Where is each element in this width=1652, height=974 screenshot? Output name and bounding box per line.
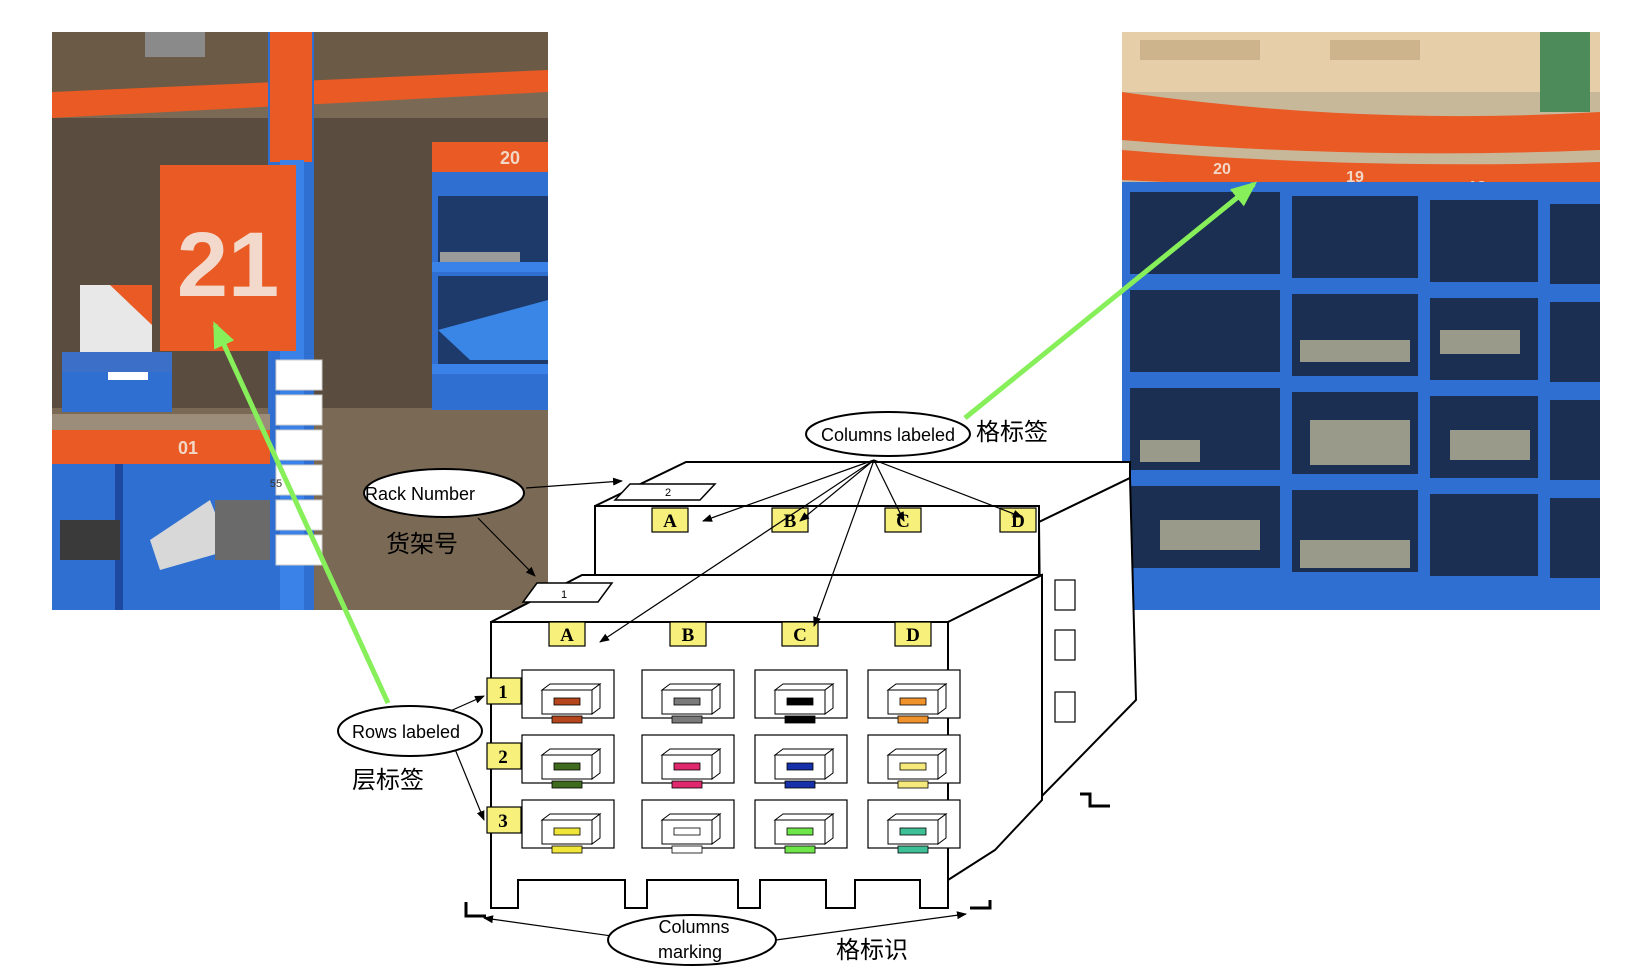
back-column-label-c: C [896, 511, 910, 532]
bin-color-label [899, 827, 927, 836]
columns-labeled-text: Columns labeled [821, 425, 955, 445]
columns-marking-cn: 格标识 [836, 936, 908, 964]
right-photo-beam-label-2: 19 [1346, 169, 1364, 186]
front-column-label-box-c [781, 621, 819, 647]
bin-color-label [553, 697, 581, 706]
bin-r2-c2 [641, 734, 735, 789]
row-label-box-3 [486, 806, 522, 834]
bin-color-tab [784, 780, 816, 789]
callout-columns-marking: Columns marking 格标识 [607, 914, 908, 966]
bin-color-tab [671, 715, 703, 724]
callout-rack-number: Rack Number 货架号 [363, 468, 525, 558]
columns-marking-line1: Columns [658, 917, 729, 937]
right-photo-profiles [1140, 330, 1530, 568]
bin-color-label [553, 762, 581, 771]
rack-number-cn: 货架号 [386, 530, 458, 558]
bin-color-label [673, 762, 701, 771]
rows-labeled-cn: 层标签 [352, 766, 424, 794]
rack-sign-number: 21 [177, 214, 279, 316]
front-column-label-c: C [793, 625, 807, 646]
bin-color-label [786, 827, 814, 836]
bin-r2-c4 [867, 734, 961, 789]
callout-rows-labeled: Rows labeled 层标签 [337, 705, 483, 794]
bin-color-label [786, 697, 814, 706]
front-column-label-b: B [682, 625, 695, 646]
bin-r3-c3 [754, 799, 848, 854]
back-rack-number: 2 [665, 487, 671, 499]
bin-color-tab [551, 715, 583, 724]
bin-color-label [673, 827, 701, 836]
columns-marking-line2: marking [658, 942, 722, 962]
bin-color-tab [671, 845, 703, 854]
green-link-arrows [212, 181, 1258, 705]
row-label-2: 2 [498, 747, 508, 768]
storage-bins [521, 669, 961, 854]
bin-color-tab [897, 845, 929, 854]
left-photo-bin-tag: 55 [270, 478, 282, 490]
bin-color-label [553, 827, 581, 836]
bin-color-tab [897, 780, 929, 789]
front-column-label-d: D [906, 625, 920, 646]
right-photo-beam-label-1: 20 [1213, 161, 1231, 178]
front-column-label-a: A [560, 625, 574, 646]
callout-columns-labeled: Columns labeled 格标签 [805, 411, 1048, 457]
bin-r1-c1 [521, 669, 615, 724]
back-column-label-b: B [784, 511, 797, 532]
row-label-1: 1 [498, 682, 508, 703]
bin-r1-c3 [754, 669, 848, 724]
back-column-label-a: A [663, 511, 677, 532]
front-column-label-box-a [548, 621, 586, 647]
bin-r3-c4 [867, 799, 961, 854]
front-column-label-box-b [669, 621, 707, 647]
bin-color-tab [784, 715, 816, 724]
back-rack-bins [1054, 579, 1076, 723]
row-label-box-1 [486, 677, 522, 705]
bin-color-label [899, 762, 927, 771]
right-warehouse-photo: 20 19 18 17 [1122, 32, 1600, 610]
upright-barcode-labels [275, 359, 323, 566]
left-photo-beam-label-top: 20 [500, 148, 520, 168]
columns-labeled-cn: 格标签 [976, 418, 1048, 446]
front-rack-number: 1 [561, 589, 567, 601]
row-label-3: 3 [498, 811, 508, 832]
bin-color-tab [784, 845, 816, 854]
bin-color-label [899, 697, 927, 706]
bin-r1-c4 [867, 669, 961, 724]
bin-color-tab [551, 780, 583, 789]
left-photo-beam-label-bottom: 01 [178, 438, 198, 458]
left-warehouse-photo: 20 21 01 55 [52, 32, 548, 610]
rows-labeled-text: Rows labeled [352, 722, 460, 742]
front-column-label-box-d [894, 621, 932, 647]
bin-color-label [786, 762, 814, 771]
back-column-label-box-a [651, 507, 689, 533]
bin-r2-c3 [754, 734, 848, 789]
row-number-labels: 1 2 3 [486, 677, 522, 834]
bin-r2-c1 [521, 734, 615, 789]
row-label-box-2 [486, 742, 522, 770]
rack-number-text: Rack Number [365, 484, 475, 504]
bin-r1-c2 [641, 669, 735, 724]
bin-color-tab [897, 715, 929, 724]
bin-r3-c2 [641, 799, 735, 854]
bin-r3-c1 [521, 799, 615, 854]
bin-color-label [673, 697, 701, 706]
bin-color-tab [671, 780, 703, 789]
bin-color-tab [551, 845, 583, 854]
